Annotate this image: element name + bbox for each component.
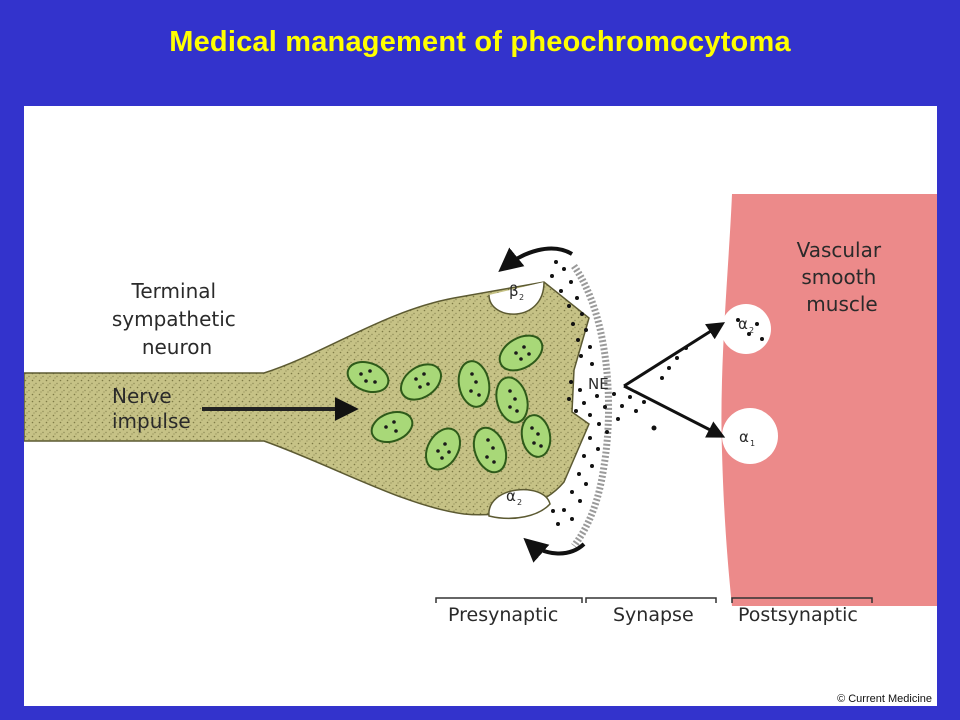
vesicle — [424, 427, 462, 471]
alpha2-postsynaptic-label: α 2 — [738, 315, 754, 335]
nerve-impulse-label: Nerve impulse — [112, 384, 191, 433]
presynaptic-label: Presynaptic — [448, 604, 558, 626]
svg-text:2: 2 — [517, 498, 522, 507]
synapse-diagram: Terminal sympathetic neuron Nerve impuls… — [24, 194, 937, 626]
vesicle — [457, 360, 491, 408]
image-credit: © Current Medicine — [833, 692, 936, 706]
svg-text:1: 1 — [750, 439, 755, 448]
svg-text:α: α — [738, 315, 748, 333]
region-brackets — [435, 597, 873, 603]
vesicle — [346, 361, 390, 393]
alpha2-presynaptic-receptor-pocket — [488, 488, 551, 520]
beta2-presynaptic-label: β 2 — [509, 282, 524, 302]
synapse-label: Synapse — [613, 604, 694, 626]
vesicle — [498, 334, 544, 372]
svg-text:α: α — [739, 428, 749, 446]
alpha1-postsynaptic-label: α 1 — [739, 428, 755, 448]
postsynaptic-bracket — [731, 597, 873, 603]
presynaptic-bracket — [435, 597, 583, 603]
alpha1-postsynaptic-receptor-pocket — [722, 408, 778, 464]
alpha2-post-arrow — [623, 322, 726, 388]
svg-text:α: α — [506, 487, 516, 505]
synapse-bracket — [585, 597, 717, 603]
vesicle — [370, 411, 414, 443]
diagram-panel: Terminal sympathetic neuron Nerve impuls… — [24, 106, 937, 706]
beta2-presynaptic-receptor-pocket — [488, 281, 545, 315]
synaptic-vesicles — [346, 334, 552, 474]
vascular-muscle-label: Vascular smooth muscle — [797, 238, 888, 316]
slide-title: Medical management of pheochromocytoma — [169, 26, 791, 58]
synaptic-cleft-band — [571, 263, 613, 549]
alpha2-feedback-arrow — [523, 537, 586, 563]
ne-label: NE — [588, 375, 609, 393]
vesicle — [495, 376, 529, 424]
alpha1-post-arrow — [623, 384, 726, 438]
svg-text:2: 2 — [749, 326, 754, 335]
neuron-label: Terminal sympathetic neuron — [112, 279, 242, 359]
svg-text:2: 2 — [519, 293, 524, 302]
vesicle-contents — [359, 345, 543, 464]
alpha2-postsynaptic-receptor-pocket — [721, 304, 771, 354]
norepinephrine-molecules — [550, 260, 764, 526]
vesicle — [520, 414, 552, 458]
postsynaptic-label: Postsynaptic — [738, 604, 858, 626]
alpha2-presynaptic-label: α 2 — [506, 487, 522, 507]
svg-text:β: β — [509, 282, 519, 300]
vascular-smooth-muscle — [721, 194, 937, 606]
beta2-feedback-arrow — [498, 246, 574, 273]
vesicle — [400, 363, 442, 401]
vesicle — [472, 426, 508, 474]
